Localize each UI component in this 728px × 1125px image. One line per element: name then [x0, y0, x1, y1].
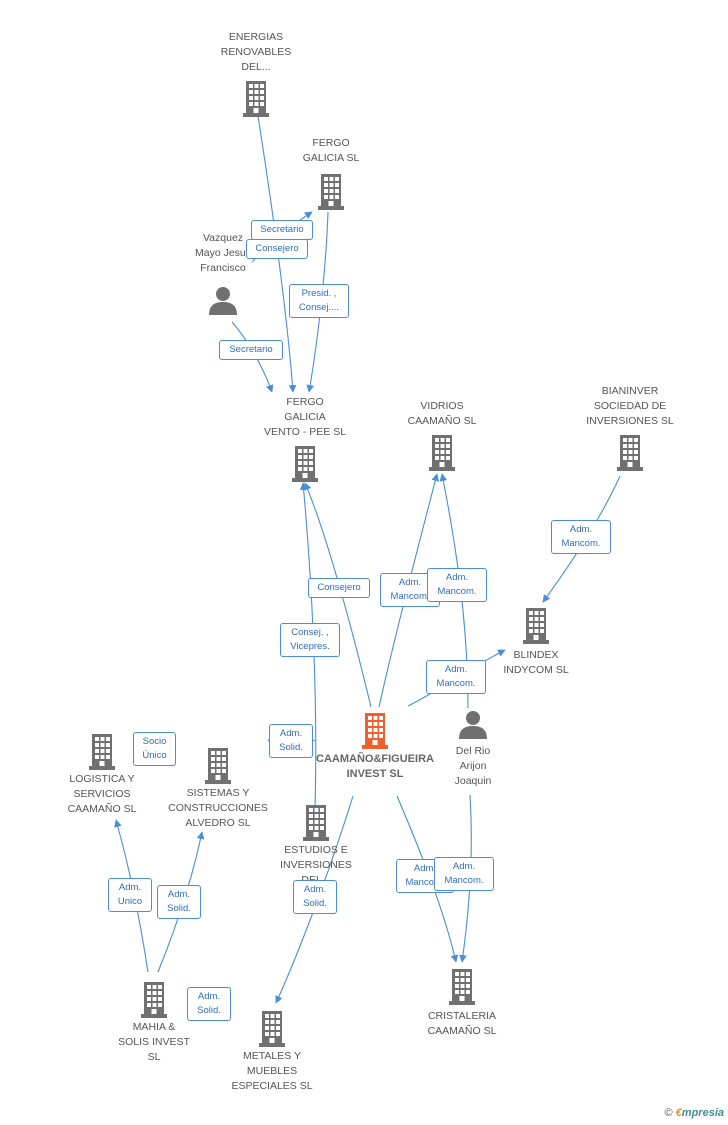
badge-adm-mancom[interactable]: Adm. Mancom.: [427, 568, 487, 602]
node-label: CRISTALERIA CAAMAÑO SL: [427, 1010, 497, 1037]
node-label: ENERGIAS RENOVABLES DEL...: [220, 31, 292, 73]
node-caamano-figueira[interactable]: CAAMAÑO&FIGUEIRA INVEST SL: [304, 713, 446, 782]
node-label: LOGISTICA Y SERVICIOS CAAMAÑO SL: [67, 773, 137, 815]
node-label: CAAMAÑO&FIGUEIRA INVEST SL: [316, 753, 434, 780]
node-label: MAHIA & SOLIS INVEST SL: [118, 1021, 190, 1063]
node-delrio[interactable]: Del Rio Arijon Joaquin: [432, 710, 514, 789]
node-cristaleria[interactable]: CRISTALERIA CAAMAÑO SL: [414, 969, 510, 1039]
building-icon: [141, 982, 167, 1018]
node-label: FERGO GALICIA VENTO - PEE SL: [263, 396, 347, 438]
node-label: SISTEMAS Y CONSTRUCCIONES ALVEDRO SL: [168, 787, 268, 829]
badge-adm-unico[interactable]: Adm. Unico: [108, 878, 152, 912]
node-label: FERGO GALICIA SL: [302, 137, 360, 164]
node-label: BIANINVER SOCIEDAD DE INVERSIONES SL: [586, 385, 674, 427]
node-blindex[interactable]: BLINDEX INDYCOM SL: [490, 608, 582, 678]
node-bianinver[interactable]: BIANINVER SOCIEDAD DE INVERSIONES SL: [578, 384, 682, 471]
building-icon: [243, 81, 269, 117]
node-label: Del Rio Arijon Joaquin: [454, 745, 492, 787]
badge-consejero[interactable]: Consejero: [246, 239, 308, 259]
person-icon: [209, 287, 237, 315]
badge-secretario[interactable]: Secretario: [251, 220, 313, 240]
building-icon: [303, 805, 329, 841]
badge-adm-solid[interactable]: Adm. Solid.: [187, 987, 231, 1021]
badge-adm-solid[interactable]: Adm. Solid.: [293, 880, 337, 914]
badge-adm-solid[interactable]: Adm. Solid.: [157, 885, 201, 919]
badge-socio-unico[interactable]: Socio Único: [133, 732, 176, 766]
badge-adm-mancom[interactable]: Adm. Mancom.: [426, 660, 486, 694]
building-icon: [318, 174, 344, 210]
node-sistemas[interactable]: SISTEMAS Y CONSTRUCCIONES ALVEDRO SL: [164, 748, 272, 831]
building-icon: [292, 446, 318, 482]
person-icon: [459, 711, 487, 739]
node-estudios[interactable]: ESTUDIOS E INVERSIONES DEL...: [268, 805, 364, 888]
copyright-icon: ©: [664, 1107, 673, 1119]
node-label: VIDRIOS CAAMAÑO SL: [407, 400, 477, 427]
building-icon: [523, 608, 549, 644]
badge-adm-mancom[interactable]: Adm. Mancom.: [434, 857, 494, 891]
building-icon: [617, 435, 643, 471]
badge-adm-solid[interactable]: Adm. Solid.: [269, 724, 313, 758]
empresia-logo-text: mpresia: [681, 1107, 724, 1119]
node-vidrios[interactable]: VIDRIOS CAAMAÑO SL: [394, 399, 490, 471]
building-icon: [362, 713, 388, 749]
badge-consejero[interactable]: Consejero: [308, 578, 370, 598]
node-fergo-vento[interactable]: FERGO GALICIA VENTO - PEE SL: [250, 395, 360, 482]
building-icon: [429, 435, 455, 471]
empresia-logo-e: €: [675, 1107, 682, 1119]
node-energias[interactable]: ENERGIAS RENOVABLES DEL...: [208, 30, 304, 117]
badge-secretario[interactable]: Secretario: [219, 340, 283, 360]
node-label: METALES Y MUEBLES ESPECIALES SL: [231, 1050, 313, 1092]
node-metales[interactable]: METALES Y MUEBLES ESPECIALES SL: [222, 1011, 322, 1094]
node-fergo-galicia[interactable]: FERGO GALICIA SL: [283, 136, 379, 210]
node-logistica[interactable]: LOGISTICA Y SERVICIOS CAAMAÑO SL: [52, 734, 152, 817]
building-icon: [205, 748, 231, 784]
node-label: Vazquez Mayo Jesus Francisco: [194, 232, 252, 274]
building-icon: [449, 969, 475, 1005]
building-icon: [259, 1011, 285, 1047]
badge-consej-vicepres[interactable]: Consej. , Vicepres.: [280, 623, 340, 657]
node-mahia[interactable]: MAHIA & SOLIS INVEST SL: [106, 982, 202, 1065]
node-vazquez[interactable]: Vazquez Mayo Jesus Francisco: [178, 231, 268, 316]
badge-adm-mancom[interactable]: Adm. Mancom.: [551, 520, 611, 554]
footer-brand[interactable]: © €mpresia: [665, 1107, 725, 1119]
node-label: BLINDEX INDYCOM SL: [503, 649, 569, 676]
badge-presid-consej[interactable]: Presid. , Consej....: [289, 284, 349, 318]
building-icon: [89, 734, 115, 770]
